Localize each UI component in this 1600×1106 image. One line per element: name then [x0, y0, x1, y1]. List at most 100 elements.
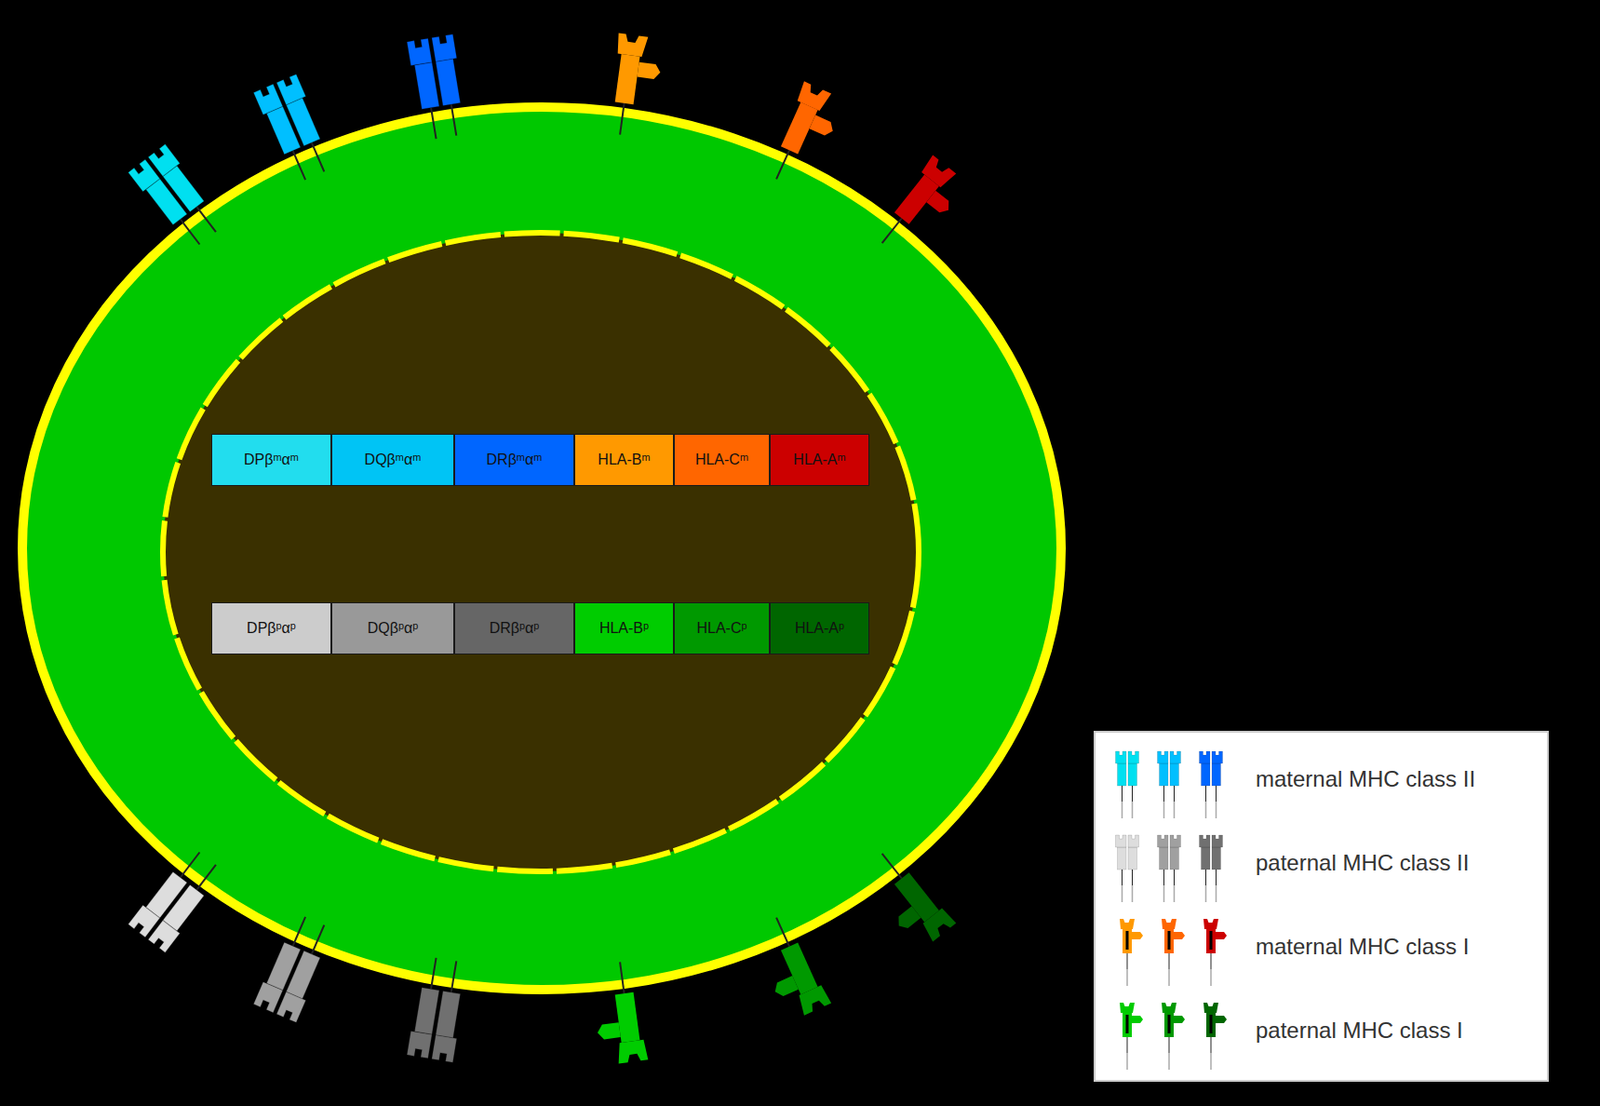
stem [311, 142, 325, 172]
gene-label: DPβᵐαᵐ [243, 451, 299, 469]
mhc-class-ii-molecule [128, 144, 227, 253]
stem [1131, 869, 1133, 886]
binding-domain [1115, 751, 1128, 764]
chain-domain [414, 987, 440, 1035]
beta2m-domain [771, 975, 798, 998]
stem [293, 916, 307, 946]
stem [1215, 801, 1218, 819]
legend-text: maternal MHC class I [1255, 933, 1469, 960]
alpha3-domain [1206, 928, 1216, 954]
chain-domain [1211, 847, 1222, 870]
legend-icon [1157, 834, 1182, 902]
stem [1121, 885, 1124, 902]
stem [196, 206, 216, 232]
binding-domain [147, 144, 180, 177]
stem [430, 107, 437, 140]
chain-domain [1159, 847, 1170, 870]
binding-domain [1161, 1002, 1177, 1013]
gene-box: DQβᵖαᵖ [331, 602, 455, 655]
legend-icon [1199, 834, 1224, 902]
binding-domain [616, 1038, 649, 1063]
groove-mark [1210, 930, 1213, 950]
binding-domain [1169, 834, 1182, 848]
beta2m-domain [926, 190, 954, 216]
binding-domain [1128, 834, 1140, 848]
stem [1215, 869, 1217, 886]
binding-domain [253, 981, 283, 1013]
alpha3-domain [1164, 1012, 1174, 1037]
stem [180, 852, 201, 878]
chain-domain [1169, 847, 1180, 870]
beta2m-domain [1173, 931, 1185, 940]
binding-domain [276, 74, 306, 106]
stem [1173, 869, 1175, 886]
binding-domain [1157, 834, 1170, 848]
binding-domain [1199, 834, 1211, 848]
alpha3-domain [1206, 1012, 1216, 1037]
binding-domain [276, 991, 306, 1022]
beta2m-domain [1131, 931, 1143, 940]
chain-domain [1117, 847, 1128, 870]
legend-icon [1161, 918, 1185, 986]
chain-domain [162, 165, 204, 213]
binding-domain [1119, 1002, 1135, 1013]
mhc-class-i-molecule [870, 155, 969, 264]
legend-icon [1199, 751, 1224, 819]
binding-domain [128, 904, 161, 938]
beta2m-domain [809, 115, 836, 138]
stem [1215, 885, 1218, 902]
stem [1210, 953, 1212, 969]
gene-box: HLA-Bᵖ [574, 602, 674, 655]
legend-icon [1203, 1002, 1227, 1070]
alpha3-domain [1122, 1012, 1132, 1037]
alpha3-domain [615, 53, 641, 105]
legend-icon [1203, 918, 1227, 986]
binding-domain [1203, 1002, 1219, 1013]
binding-domain [1128, 751, 1140, 764]
stem [1168, 1052, 1170, 1070]
stem [1210, 968, 1212, 986]
gene-box: DPβᵖαᵖ [211, 602, 332, 655]
chain-domain [1201, 763, 1211, 786]
chain-domain [1128, 847, 1138, 870]
legend-text: paternal MHC class I [1255, 1017, 1464, 1044]
gene-box: HLA-Cᵖ [673, 602, 770, 655]
nuclear-membrane [162, 232, 919, 872]
binding-domain [431, 34, 458, 62]
stem [882, 853, 902, 879]
stem [180, 218, 201, 244]
chain-domain [285, 97, 321, 147]
binding-domain [920, 906, 957, 942]
legend-row: paternal MHC class II [1095, 827, 1547, 902]
binding-domain [920, 155, 957, 190]
stem [1210, 1036, 1212, 1053]
gene-label: HLA-Aᵐ [793, 451, 846, 469]
stem [1173, 785, 1175, 802]
binding-domain [406, 38, 432, 66]
stem [196, 864, 216, 890]
groove-mark [1126, 1014, 1130, 1034]
legend-text: paternal MHC class II [1255, 849, 1469, 876]
legend-sample [1104, 911, 1245, 990]
legend-text: maternal MHC class II [1255, 766, 1476, 793]
beta2m-domain [1215, 931, 1227, 940]
binding-domain [1211, 834, 1224, 848]
stem [1126, 968, 1129, 986]
gene-label: HLA-Aᵖ [794, 619, 845, 637]
legend-icon [1115, 834, 1140, 902]
binding-domain [1119, 918, 1135, 929]
stem [1168, 968, 1170, 986]
legend-icon [1157, 751, 1182, 819]
gene-box: DQβᵐαᵐ [331, 433, 455, 486]
binding-domain [795, 80, 832, 112]
beta2m-domain [1131, 1015, 1143, 1023]
legend-icon [1119, 1002, 1143, 1070]
gene-label: HLA-Bᵐ [597, 451, 650, 469]
legend-icon [1115, 751, 1140, 819]
gene-box: DRβᵐαᵐ [454, 433, 575, 486]
binding-domain [1203, 918, 1219, 929]
chain-domain [414, 62, 440, 109]
binding-domain [1161, 918, 1177, 929]
gene-box: DPβᵐαᵐ [211, 433, 332, 486]
chain-domain [435, 58, 461, 106]
